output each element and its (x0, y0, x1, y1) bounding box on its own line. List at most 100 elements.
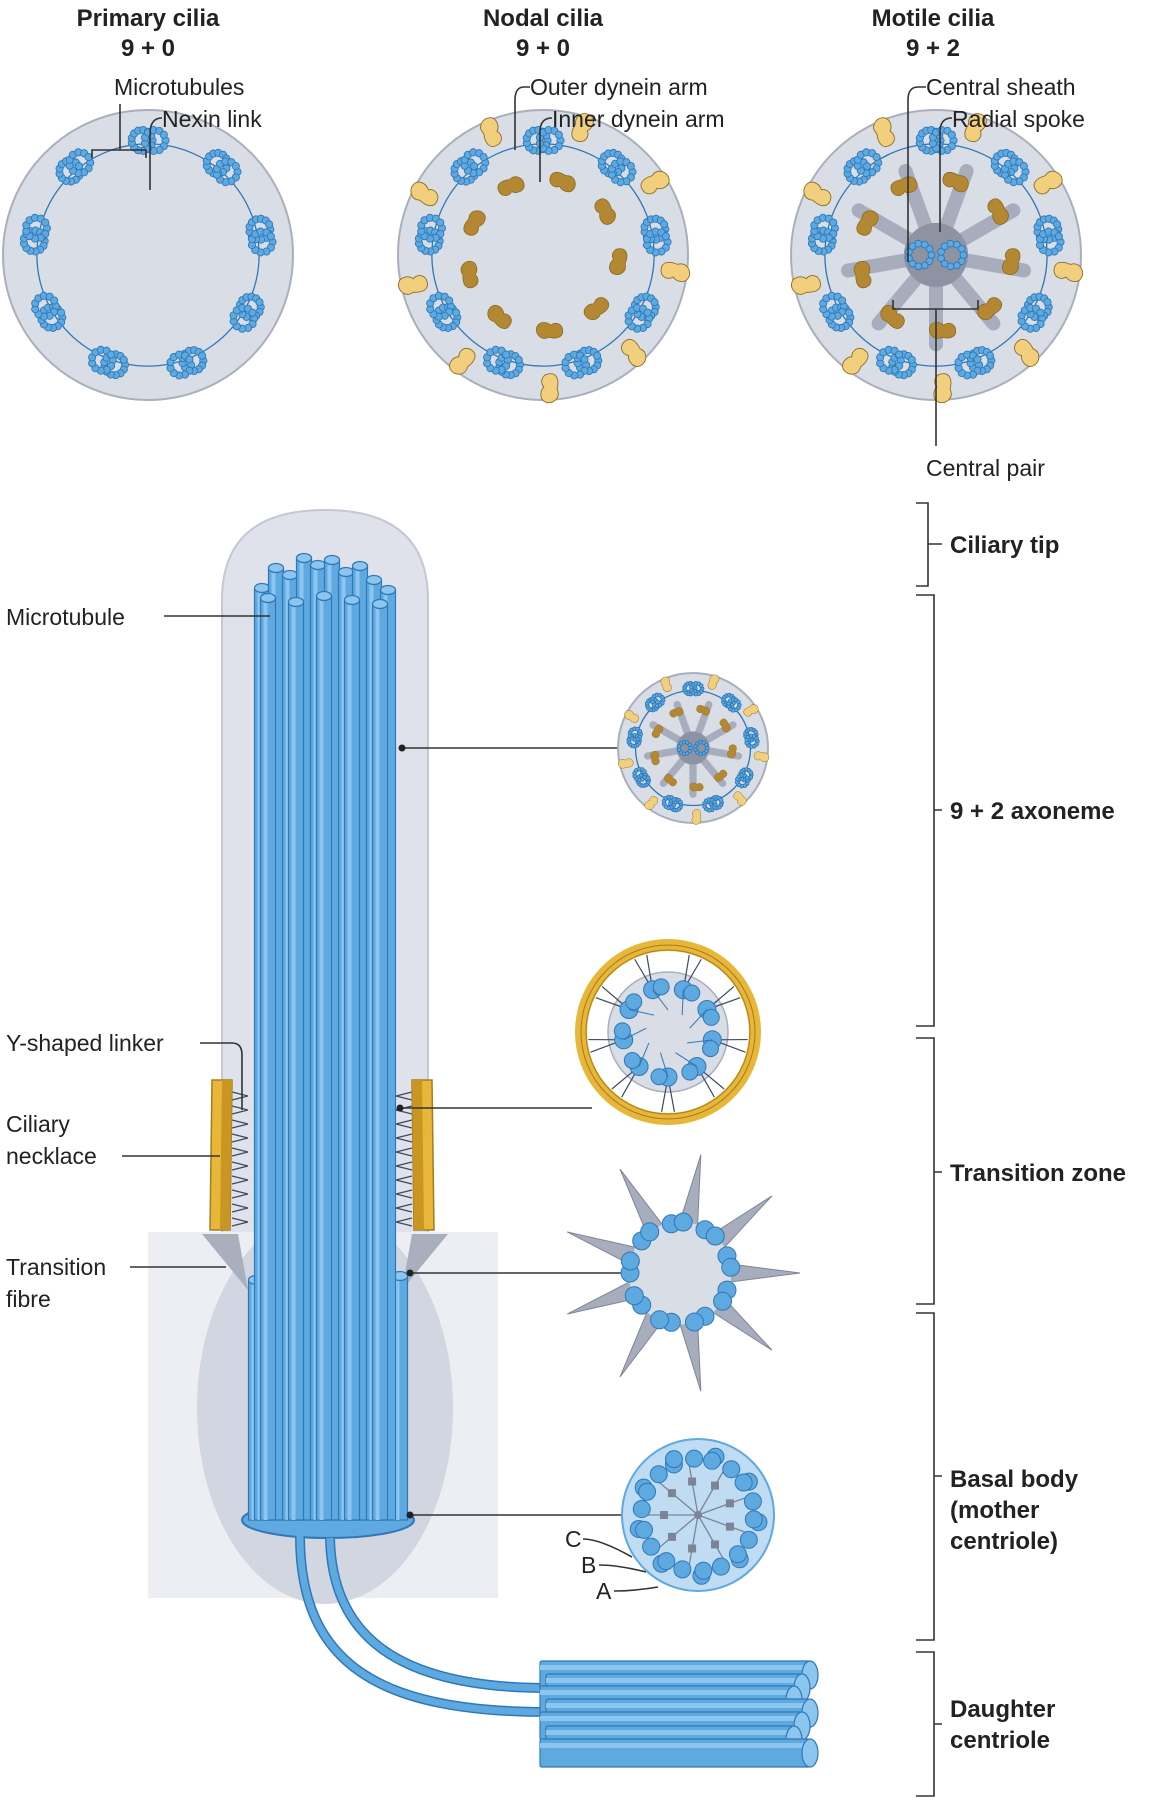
panel-formula-primary: 9 + 0 (121, 35, 175, 62)
b-tubule (701, 1040, 719, 1058)
dynein-head (651, 724, 664, 739)
protofilament (957, 244, 966, 253)
b-tubule (673, 1560, 692, 1579)
outer-dynein-arm (733, 791, 747, 806)
tube-highlight (546, 1678, 802, 1683)
region-transition-zone: Transition zone (950, 1160, 1126, 1187)
primary-cilia-cross-section (2, 109, 294, 401)
label-triplet-b: B (581, 1552, 596, 1578)
panel-formula-nodal: 9 + 0 (516, 35, 570, 62)
panel-title-nodal: Nodal cilia (483, 5, 604, 32)
label-microtubule: Microtubule (6, 604, 125, 630)
cartwheel-spoke (687, 1459, 699, 1516)
b-tubule (1017, 303, 1047, 333)
y-linker-left (231, 1091, 249, 1101)
dynein-head (410, 181, 439, 207)
protofilament (1053, 220, 1062, 229)
dynein-head (928, 322, 957, 339)
outer-dynein-arm (621, 338, 647, 367)
a-tubule (657, 1552, 676, 1571)
outer-dynein-arm (743, 704, 759, 717)
protofilament (973, 355, 982, 364)
microtubule-doublet (644, 692, 666, 713)
label-transition-fibre-2: fibre (6, 1286, 51, 1312)
inner-dynein-arm (609, 248, 628, 276)
outer-dynein-arm (753, 751, 770, 762)
cartwheel-spoke (697, 1514, 727, 1564)
cartwheel-hub (694, 1511, 702, 1519)
connector-dot-axoneme (398, 744, 406, 752)
microtubule-doublet (990, 148, 1030, 187)
outer-dynein-leader (514, 86, 530, 150)
cartwheel-spoke (654, 1478, 699, 1516)
microtubule-doublet (522, 125, 565, 155)
protofilament (660, 220, 669, 229)
protofilament (119, 355, 128, 364)
inner-dynein-arm (928, 322, 957, 339)
outer-dynein-arm (660, 261, 691, 282)
nexin-link-leader (149, 117, 163, 190)
dynein-head (644, 796, 659, 810)
tube-highlight (540, 1690, 794, 1695)
protofilament (645, 775, 651, 781)
dynein-head (743, 704, 759, 717)
microtubule-doublet (734, 767, 754, 789)
outer-dynein-arm (803, 181, 832, 207)
protofilament (642, 769, 647, 774)
label-nexin-link: Nexin link (162, 106, 262, 132)
label-y-shaped-linker: Y-shaped linker (6, 1030, 164, 1056)
b-tubule (743, 1492, 762, 1511)
inner-dynein-arm (669, 707, 684, 718)
b-tubule (853, 148, 883, 178)
protofilament (845, 308, 854, 317)
a-tubule (694, 1561, 713, 1580)
dynein-head (719, 718, 731, 733)
b-tubule (483, 345, 512, 375)
protofilament (937, 247, 945, 256)
inner-dynein-arm (719, 718, 731, 733)
y-linker-left (231, 1203, 249, 1213)
microtubule-doublet (561, 346, 603, 380)
microtubule-doublet (1017, 292, 1053, 333)
y-linker-left (231, 1119, 249, 1129)
protofilament (159, 130, 168, 139)
protofilament (580, 355, 589, 364)
inner-link (675, 1052, 698, 1067)
b-tubule (632, 766, 648, 783)
tube-highlight (546, 1730, 794, 1735)
dynein-head (487, 304, 512, 329)
protofilament (925, 257, 934, 266)
microtubule-doublet (31, 291, 67, 332)
protofilament (872, 153, 881, 162)
inner-dynein-arm (987, 198, 1009, 225)
outer-dynein-arm (640, 170, 670, 195)
tube-highlight (375, 604, 380, 1520)
tube-cap (295, 552, 313, 564)
protofilament (952, 261, 961, 270)
tube-cap (259, 592, 277, 604)
dynein-head (540, 373, 559, 404)
b-tubule (426, 291, 455, 321)
central-pair-bracket (892, 300, 979, 446)
inner-dynein-arm (727, 744, 737, 759)
dynein-head (976, 297, 1003, 321)
b-tubule (713, 1291, 733, 1311)
outer-dynein-arm (480, 117, 502, 147)
label-outer-dynein-arm: Outer dynein arm (530, 74, 708, 100)
outer-dynein-arm (842, 347, 869, 375)
b-tubule (689, 681, 705, 697)
protofilament (914, 239, 923, 248)
a-tubule (825, 302, 855, 332)
y-linker-right (395, 1119, 413, 1129)
protofilament (502, 350, 511, 359)
motile-cilia-cross-section (790, 109, 1084, 404)
b-tubule (721, 1257, 741, 1277)
protofilament (57, 308, 66, 317)
b-tubule (726, 697, 742, 713)
dynein-head (714, 769, 728, 782)
dynein-head (689, 782, 704, 792)
b-tubule (673, 1212, 693, 1232)
tube-cap (343, 594, 361, 606)
y-linker-right (395, 1161, 413, 1171)
tube-cap (253, 582, 271, 594)
